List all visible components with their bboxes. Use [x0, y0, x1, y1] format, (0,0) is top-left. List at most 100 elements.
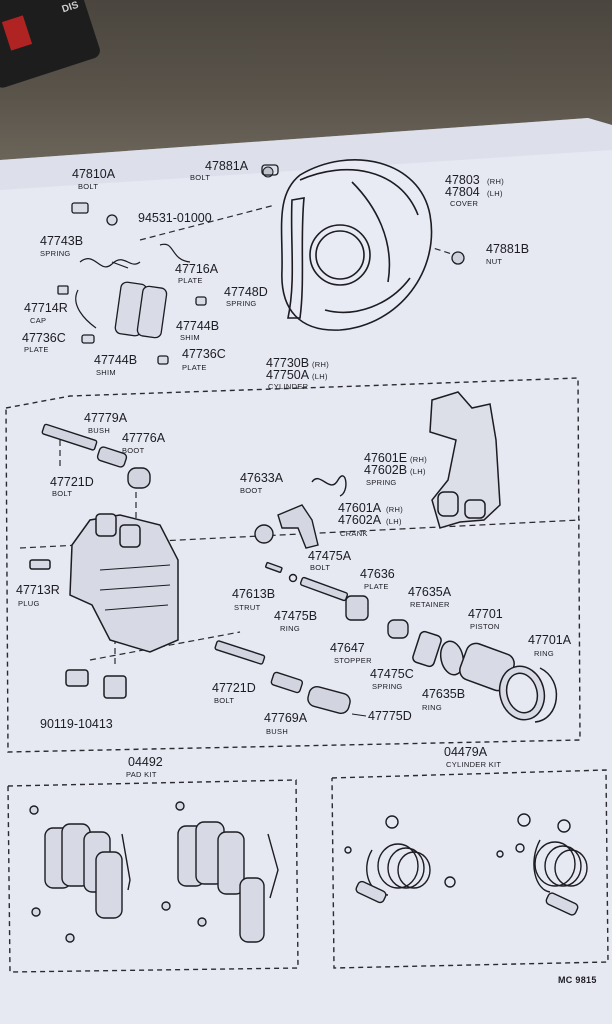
- part-side: (LH): [312, 372, 328, 381]
- part-number: 47613B: [232, 587, 275, 601]
- part-desc: BUSH: [266, 727, 288, 736]
- part-desc: SPRING: [226, 299, 257, 308]
- part-desc: BUSH: [88, 426, 110, 435]
- part-desc: PLUG: [18, 599, 40, 608]
- part-number: 47602A: [338, 513, 382, 527]
- spring-clips: [75, 243, 191, 329]
- part-number: 47635A: [408, 585, 452, 599]
- part-desc: RING: [280, 624, 300, 633]
- part-desc: PISTON: [470, 622, 500, 631]
- part-side: (RH): [487, 177, 504, 186]
- part-desc: RETAINER: [410, 600, 450, 609]
- part-side: (LH): [410, 467, 426, 476]
- part-side: (LH): [487, 189, 503, 198]
- part-desc: STOPPER: [334, 656, 372, 665]
- part-number: 47633A: [240, 471, 284, 485]
- bolt-icon: [261, 164, 279, 176]
- part-number: 94531-01000: [138, 211, 212, 225]
- cylinder-section-box: [5, 377, 581, 753]
- nut-icon: [451, 251, 465, 265]
- part-number: 47730B: [266, 356, 309, 370]
- part-number: 47635B: [422, 687, 465, 701]
- part-desc: STRUT: [234, 603, 261, 612]
- part-number: 47721D: [212, 681, 256, 695]
- kit-desc: PAD KIT: [126, 770, 157, 779]
- pad-kit-box: [7, 779, 299, 973]
- part-number: 47601E: [364, 451, 407, 465]
- caliper-bracket-drawing: [429, 391, 501, 529]
- part-desc: COVER: [450, 199, 478, 208]
- part-number: 47750A: [266, 368, 310, 382]
- part-desc: NUT: [486, 257, 502, 266]
- part-number: 47736C: [182, 347, 226, 361]
- part-desc: SHIM: [96, 368, 116, 377]
- part-desc: PLATE: [364, 582, 389, 591]
- part-number: 47881A: [205, 159, 249, 173]
- part-desc: PLATE: [182, 363, 207, 372]
- part-number: 47743B: [40, 234, 83, 248]
- part-desc: BOLT: [78, 182, 98, 191]
- part-side: (LH): [386, 517, 402, 526]
- part-number: 47744B: [176, 319, 219, 333]
- part-desc: BOLT: [310, 563, 330, 572]
- part-number: 47713R: [16, 583, 60, 597]
- part-number: 47716A: [175, 262, 219, 276]
- part-desc: BOOT: [122, 446, 145, 455]
- cylinder-kit-box: [331, 769, 609, 969]
- part-number: 47804: [445, 185, 480, 199]
- part-desc: PLATE: [178, 276, 203, 285]
- part-number: 47748D: [224, 285, 268, 299]
- crank-assembly: [254, 475, 409, 639]
- part-number: 47779A: [84, 411, 128, 425]
- part-desc: CYLINDER: [268, 382, 309, 391]
- part-desc: RING: [422, 703, 442, 712]
- part-desc: CRANK: [340, 529, 368, 538]
- part-number: 47744B: [94, 353, 137, 367]
- cylinder-kit-drawing: [344, 813, 588, 916]
- part-desc: BOLT: [52, 489, 72, 498]
- dust-cover-drawing: [280, 159, 433, 331]
- part-desc: CAP: [30, 316, 46, 325]
- part-desc: SPRING: [366, 478, 397, 487]
- part-number: 47701A: [528, 633, 572, 647]
- catalog-code: MC 9815: [558, 975, 597, 985]
- part-number: 47769A: [264, 711, 308, 725]
- kit-desc: CYLINDER KIT: [446, 760, 501, 769]
- pad-kit-drawing: [29, 801, 279, 943]
- top-small-parts: [57, 202, 207, 365]
- piston-assembly: [412, 630, 557, 723]
- part-number: 47775D: [368, 709, 412, 723]
- part-desc: SPRING: [40, 249, 71, 258]
- part-desc: SHIM: [180, 333, 200, 342]
- part-number: 47636: [360, 567, 395, 581]
- part-number: 47475C: [370, 667, 414, 681]
- part-desc: RING: [534, 649, 554, 658]
- caliper-texture: [99, 564, 171, 611]
- part-number: 47721D: [50, 475, 94, 489]
- part-side: (RH): [410, 455, 427, 464]
- part-desc: SPRING: [372, 682, 403, 691]
- caliper-body-drawing: [29, 513, 179, 699]
- leader-line: [89, 631, 241, 661]
- part-side: (RH): [386, 505, 403, 514]
- part-number: 47810A: [72, 167, 116, 181]
- leader-line: [139, 204, 276, 241]
- part-desc: BOLT: [190, 173, 210, 182]
- part-number: 47647: [330, 641, 365, 655]
- part-number: 47475B: [274, 609, 317, 623]
- kit-number: 04479A: [444, 745, 488, 759]
- part-desc: BOLT: [214, 696, 234, 705]
- part-number: 47776A: [122, 431, 166, 445]
- part-number: 47601A: [338, 501, 382, 515]
- part-number: 47602B: [364, 463, 407, 477]
- part-number: 47736C: [22, 331, 66, 345]
- paper-shadow: [0, 118, 612, 190]
- part-number: 47714R: [24, 301, 68, 315]
- part-side: (RH): [312, 360, 329, 369]
- part-number: 47701: [468, 607, 503, 621]
- part-desc: PLATE: [24, 345, 49, 354]
- paper-sheet: [0, 118, 612, 1024]
- part-number: 90119-10413: [40, 717, 113, 731]
- part-number: 47881B: [486, 242, 529, 256]
